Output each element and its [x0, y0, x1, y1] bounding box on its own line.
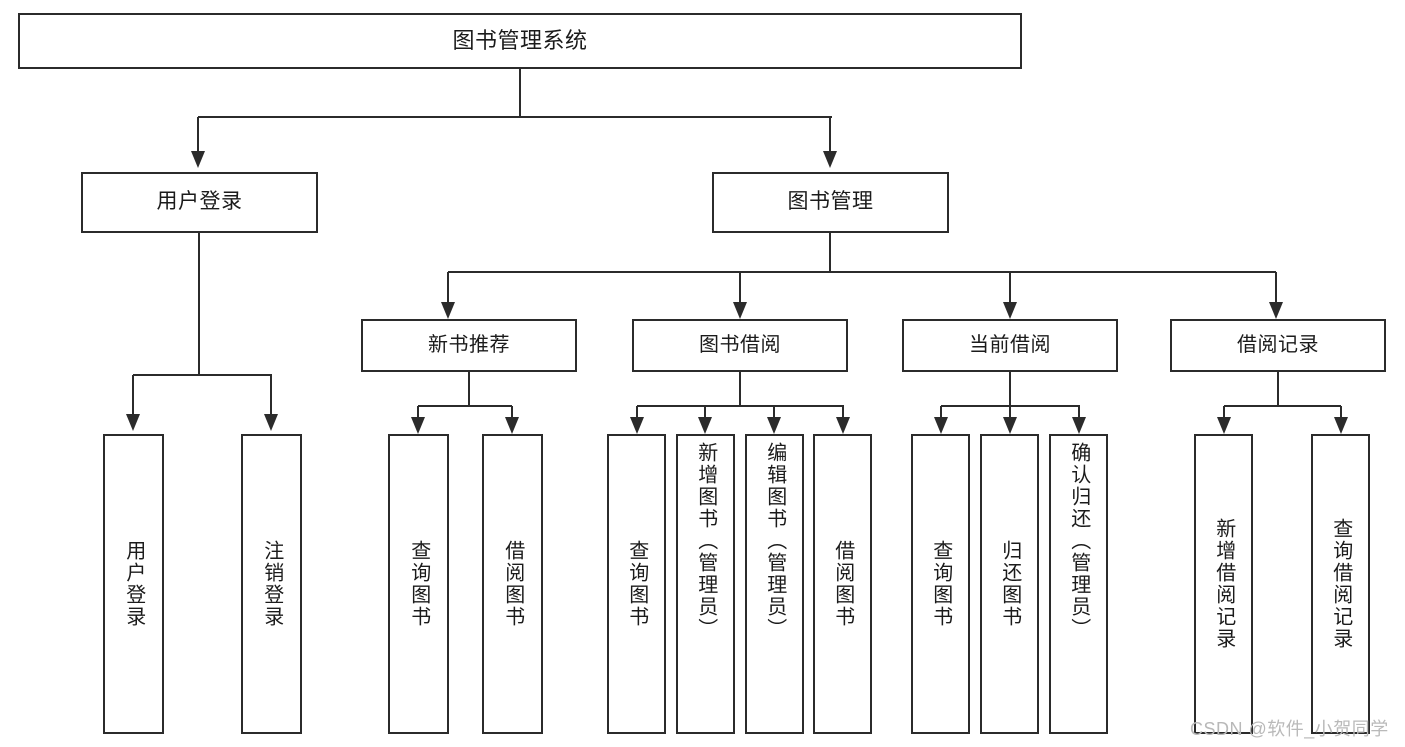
arrow-to-leaf-bb-borrow-book — [836, 417, 850, 434]
leaf-user-login[interactable]: 用户登录 — [103, 434, 164, 734]
leaf-bb-edit-book[interactable]: 编辑图书（管理员） — [745, 434, 804, 734]
node-root-book-management-system[interactable]: 图书管理系统 — [18, 13, 1022, 69]
leaf-label: 借阅图书 — [831, 540, 854, 628]
node-label: 图书管理系统 — [452, 28, 588, 54]
leaf-label: 查询图书 — [929, 540, 952, 628]
connector-root-stem — [519, 69, 521, 117]
leaf-nbr-borrow-book[interactable]: 借阅图书 — [482, 434, 543, 734]
arrow-to-borrow-record — [1269, 302, 1283, 319]
connector-bb-drop-4 — [842, 406, 844, 419]
leaf-br-add-record[interactable]: 新增借阅记录 — [1194, 434, 1253, 734]
leaf-logout[interactable]: 注销登录 — [241, 434, 302, 734]
connector-root-drop-2 — [829, 117, 831, 153]
leaf-nbr-query-book[interactable]: 查询图书 — [388, 434, 449, 734]
node-book-management[interactable]: 图书管理 — [712, 172, 949, 233]
arrow-to-leaf-cb-query-book — [934, 417, 948, 434]
arrow-to-leaf-cb-return-book — [1003, 417, 1017, 434]
arrow-to-leaf-bb-query-book — [630, 417, 644, 434]
node-book-borrow[interactable]: 图书借阅 — [632, 319, 848, 372]
arrow-to-leaf-br-add-record — [1217, 417, 1231, 434]
connector-user-login-bar — [133, 374, 272, 376]
connector-bm-drop-1 — [447, 272, 449, 304]
leaf-bb-query-book[interactable]: 查询图书 — [607, 434, 666, 734]
connector-cb-drop-2 — [1009, 406, 1011, 419]
connector-cb-stem — [1009, 372, 1011, 406]
leaf-label: 新增借阅记录 — [1212, 518, 1235, 650]
leaf-label: 注销登录 — [260, 540, 283, 628]
connector-book-management-bar — [448, 271, 1276, 273]
leaf-label: 借阅图书 — [501, 540, 524, 628]
connector-bb-bar — [637, 405, 844, 407]
leaf-cb-return-book[interactable]: 归还图书 — [980, 434, 1039, 734]
node-label: 图书借阅 — [699, 334, 781, 356]
arrow-to-leaf-logout — [264, 414, 278, 431]
arrow-to-leaf-cb-confirm-return — [1072, 417, 1086, 434]
leaf-label: 确认归还（管理员） — [1067, 442, 1090, 640]
connector-cb-drop-3 — [1078, 406, 1080, 419]
arrow-to-leaf-nbr-borrow-book — [505, 417, 519, 434]
connector-cb-drop-1 — [940, 406, 942, 419]
leaf-label: 归还图书 — [998, 540, 1021, 628]
leaf-bb-borrow-book[interactable]: 借阅图书 — [813, 434, 872, 734]
node-label: 借阅记录 — [1237, 334, 1319, 356]
connector-user-login-drop-2 — [270, 375, 272, 416]
connector-book-management-stem — [829, 233, 831, 272]
node-new-book-recommend[interactable]: 新书推荐 — [361, 319, 577, 372]
node-label: 新书推荐 — [428, 334, 510, 356]
leaf-cb-confirm-return[interactable]: 确认归还（管理员） — [1049, 434, 1108, 734]
node-user-login[interactable]: 用户登录 — [81, 172, 318, 233]
connector-bb-drop-1 — [636, 406, 638, 419]
connector-user-login-stem — [198, 233, 200, 375]
connector-br-bar — [1224, 405, 1341, 407]
arrow-to-user-login — [191, 151, 205, 168]
arrow-to-leaf-bb-add-book — [698, 417, 712, 434]
arrow-to-leaf-nbr-query-book — [411, 417, 425, 434]
leaf-bb-add-book[interactable]: 新增图书（管理员） — [676, 434, 735, 734]
connector-bb-stem — [739, 372, 741, 406]
connector-user-login-drop-1 — [132, 375, 134, 416]
connector-br-drop-1 — [1223, 406, 1225, 419]
node-current-borrow[interactable]: 当前借阅 — [902, 319, 1118, 372]
arrow-to-leaf-br-query-record — [1334, 417, 1348, 434]
arrow-to-book-management — [823, 151, 837, 168]
connector-bm-drop-3 — [1009, 272, 1011, 304]
arrow-to-new-book-recommend — [441, 302, 455, 319]
connector-bb-drop-2 — [704, 406, 706, 419]
connector-nbr-drop-1 — [417, 406, 419, 419]
connector-bm-drop-4 — [1275, 272, 1277, 304]
arrow-to-book-borrow — [733, 302, 747, 319]
csdn-watermark: CSDN @软件_小贺同学 — [1190, 719, 1389, 739]
leaf-cb-query-book[interactable]: 查询图书 — [911, 434, 970, 734]
arrow-to-leaf-user-login — [126, 414, 140, 431]
node-label: 用户登录 — [156, 190, 243, 214]
node-label: 当前借阅 — [969, 334, 1051, 356]
leaf-br-query-record[interactable]: 查询借阅记录 — [1311, 434, 1370, 734]
connector-nbr-drop-2 — [511, 406, 513, 419]
leaf-label: 编辑图书（管理员） — [763, 442, 786, 640]
connector-bm-drop-2 — [739, 272, 741, 304]
leaf-label: 用户登录 — [122, 540, 145, 628]
connector-root-drop-1 — [197, 117, 199, 153]
arrow-to-current-borrow — [1003, 302, 1017, 319]
connector-root-bar — [198, 116, 832, 118]
node-label: 图书管理 — [787, 190, 874, 214]
leaf-label: 查询图书 — [625, 540, 648, 628]
leaf-label: 查询图书 — [407, 540, 430, 628]
connector-br-stem — [1277, 372, 1279, 406]
connector-bb-drop-3 — [773, 406, 775, 419]
leaf-label: 查询借阅记录 — [1329, 518, 1352, 650]
connector-nbr-bar — [418, 405, 512, 407]
connector-nbr-stem — [468, 372, 470, 406]
node-borrow-record[interactable]: 借阅记录 — [1170, 319, 1386, 372]
connector-br-drop-2 — [1340, 406, 1342, 419]
arrow-to-leaf-bb-edit-book — [767, 417, 781, 434]
leaf-label: 新增图书（管理员） — [694, 442, 717, 640]
